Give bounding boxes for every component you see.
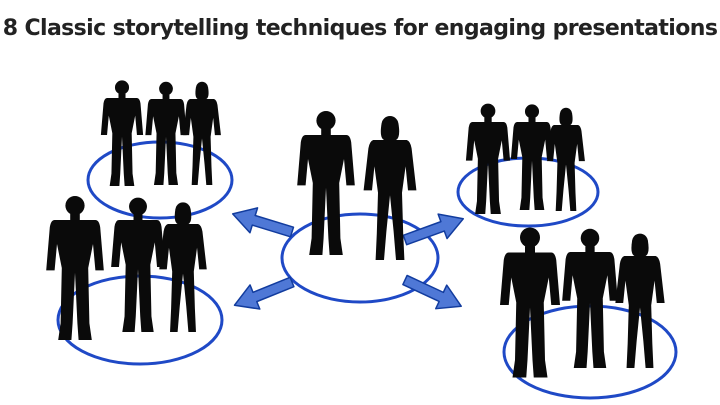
person-silhouette <box>145 81 187 185</box>
person-silhouette <box>100 80 144 186</box>
arrow-down-left-icon <box>233 276 295 310</box>
person-silhouette <box>500 227 560 378</box>
ring-center <box>280 212 440 304</box>
page-title: 8 Classic storytelling techniques for en… <box>2 16 718 41</box>
person-silhouette <box>297 111 355 255</box>
person-silhouette <box>562 228 618 368</box>
person-silhouette <box>615 233 665 368</box>
person-silhouette <box>183 81 221 185</box>
ring-bottom-right <box>502 304 678 400</box>
arrow-up-left-icon <box>231 207 295 238</box>
person-silhouette <box>46 196 104 340</box>
person-silhouette <box>159 202 207 332</box>
arrow-up-right-icon <box>402 213 465 246</box>
arrow-down-right-icon <box>402 274 462 310</box>
person-silhouette <box>547 107 585 211</box>
